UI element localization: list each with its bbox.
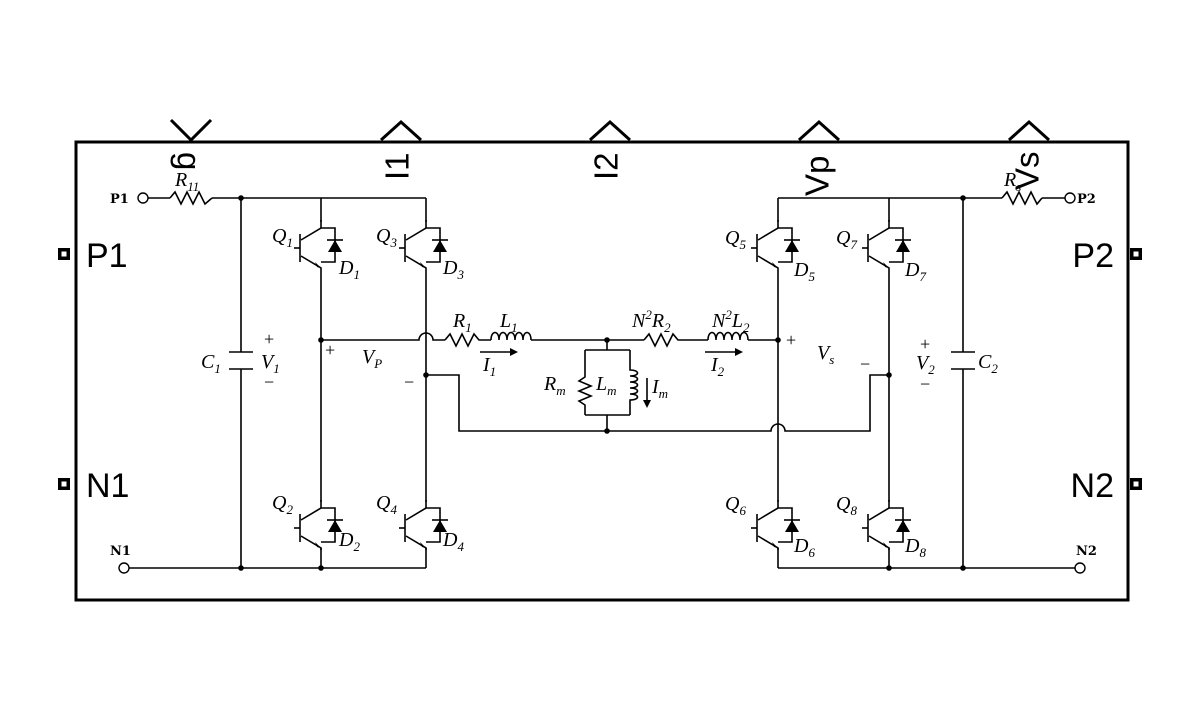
switch-q3	[398, 219, 449, 271]
signal-port-g[interactable]: g	[169, 118, 213, 170]
label-d2: D2	[338, 529, 360, 554]
signal-port-i1[interactable]: I1	[379, 119, 423, 180]
v2-plus: +	[920, 334, 930, 354]
port-p1[interactable]: P1	[58, 237, 128, 275]
label-v1: V1	[261, 351, 280, 376]
signal-label-i2: I2	[588, 152, 625, 180]
signal-label-vp: Vp	[799, 156, 836, 196]
v1-plus: +	[264, 329, 274, 349]
terminal-n1: N1	[110, 544, 131, 574]
switch-q4	[398, 499, 449, 551]
label-r1: R1	[452, 310, 472, 335]
switch-q2	[293, 499, 344, 551]
label-d4: D4	[442, 529, 464, 554]
v1-minus: −	[264, 372, 274, 392]
switch-q5	[750, 219, 801, 271]
signal-label-g: g	[170, 152, 207, 170]
terminal-n2: N2	[1074, 544, 1097, 574]
label-vs: Vs	[817, 342, 834, 367]
signal-port-i2[interactable]: I2	[588, 119, 632, 180]
vp-plus: +	[325, 340, 335, 360]
label-n2l2: N2L2	[711, 307, 750, 335]
terminal-p2: P2	[1064, 192, 1096, 207]
label-d1: D1	[338, 257, 360, 282]
port-label-n1: N1	[86, 467, 129, 505]
label-q6: Q6	[725, 493, 746, 518]
vs-minus: −	[860, 354, 870, 374]
label-c2: C2	[978, 351, 998, 376]
label-q5: Q5	[725, 227, 746, 252]
port-n2[interactable]: N2	[1071, 467, 1142, 505]
label-d6: D6	[793, 535, 815, 560]
label-im: Im	[651, 376, 668, 401]
label-c1: C1	[201, 351, 221, 376]
label-d7: D7	[904, 259, 926, 284]
terminal-p1: P1	[110, 192, 149, 207]
label-v2: V2	[916, 352, 935, 377]
label-lm: Lm	[595, 373, 617, 398]
label-i1: I1	[482, 354, 496, 379]
label-q2: Q2	[272, 492, 293, 517]
svg-text:N2: N2	[1076, 544, 1097, 559]
switch-q7	[861, 219, 912, 271]
vs-plus: +	[786, 330, 796, 350]
svg-text:P2: P2	[1077, 192, 1096, 207]
v2-minus: −	[920, 374, 930, 394]
label-rm: Rm	[543, 373, 566, 398]
block-frame[interactable]	[74, 140, 1130, 602]
label-rs: Rs	[1003, 169, 1021, 194]
signal-label-vs: Vs	[1009, 151, 1046, 190]
label-l1: L1	[499, 310, 518, 335]
label-i2: I2	[710, 354, 725, 379]
port-label-n2: N2	[1071, 467, 1114, 505]
label-r11: R11	[174, 169, 199, 194]
signal-label-i1: I1	[379, 152, 416, 180]
svg-text:N1: N1	[110, 544, 131, 559]
label-q1: Q1	[272, 225, 293, 250]
label-q8: Q8	[836, 493, 857, 518]
label-d3: D3	[442, 257, 464, 282]
label-d8: D8	[904, 535, 926, 560]
port-p2[interactable]: P2	[1072, 237, 1142, 275]
label-q4: Q4	[376, 492, 397, 517]
label-q7: Q7	[836, 227, 857, 252]
signal-port-vp[interactable]: Vp	[797, 119, 841, 196]
switch-q8	[861, 499, 912, 551]
label-d5: D5	[793, 259, 815, 284]
label-q3: Q3	[376, 225, 397, 250]
signal-port-vs[interactable]: Vs	[1007, 119, 1051, 190]
switch-q1	[293, 219, 344, 271]
label-n2r2: N2R2	[631, 307, 671, 335]
dab-converter-schematic: P1 N1 P2 N2	[110, 169, 1097, 574]
switch-q6	[750, 499, 801, 551]
port-n1[interactable]: N1	[58, 467, 129, 505]
port-label-p1: P1	[86, 237, 128, 275]
svg-text:P1: P1	[110, 192, 129, 207]
vp-minus: −	[404, 372, 414, 392]
label-vp: VP	[362, 346, 382, 371]
port-label-p2: P2	[1072, 237, 1114, 275]
